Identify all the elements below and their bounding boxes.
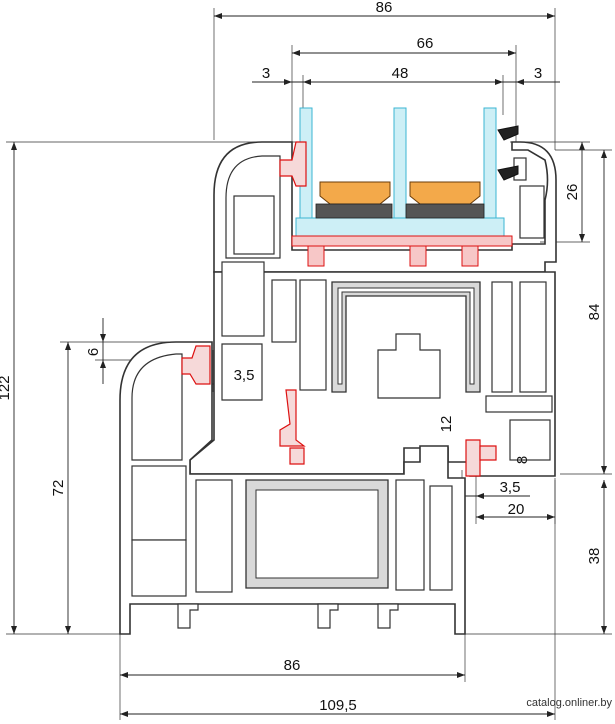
dim-right-84: 84 bbox=[586, 304, 603, 321]
dim-right-26: 26 bbox=[564, 184, 581, 201]
dim-top-width: 86 bbox=[376, 0, 393, 16]
dim-glass-left: 3 bbox=[262, 65, 270, 82]
dim-overlap-12: 12 bbox=[438, 416, 455, 433]
watermark-text: catalog.onliner.by bbox=[526, 697, 612, 709]
dim-overlap-8: 8 bbox=[514, 456, 531, 464]
gaskets bbox=[181, 125, 519, 477]
glass-unit bbox=[295, 107, 505, 237]
dim-bottom-86: 86 bbox=[284, 657, 301, 674]
dim-bottom-total: 109,5 bbox=[319, 697, 357, 714]
glazing-shim bbox=[291, 235, 513, 267]
dim-left-height: 122 bbox=[0, 375, 13, 400]
sash-profile bbox=[213, 141, 557, 273]
sash-center-chamber bbox=[377, 333, 441, 399]
dim-glass-unit: 66 bbox=[417, 35, 434, 52]
dimension-labels: 86 66 3 48 3 122 72 6 3,5 26 84 38 12 8 … bbox=[0, 0, 603, 714]
dim-sash-gap: 6 bbox=[85, 348, 102, 356]
dim-glass-mid: 48 bbox=[392, 65, 409, 82]
dim-overlap-35: 3,5 bbox=[500, 479, 521, 496]
dim-offset-20: 20 bbox=[508, 501, 525, 518]
sash-steel bbox=[331, 281, 481, 393]
dim-frame-height: 72 bbox=[50, 480, 67, 497]
dim-glass-right: 3 bbox=[534, 65, 542, 82]
dim-rebate-left: 3,5 bbox=[234, 367, 255, 384]
dim-right-38: 38 bbox=[586, 548, 603, 565]
frame-steel bbox=[245, 479, 389, 589]
sash-body bbox=[189, 261, 556, 477]
